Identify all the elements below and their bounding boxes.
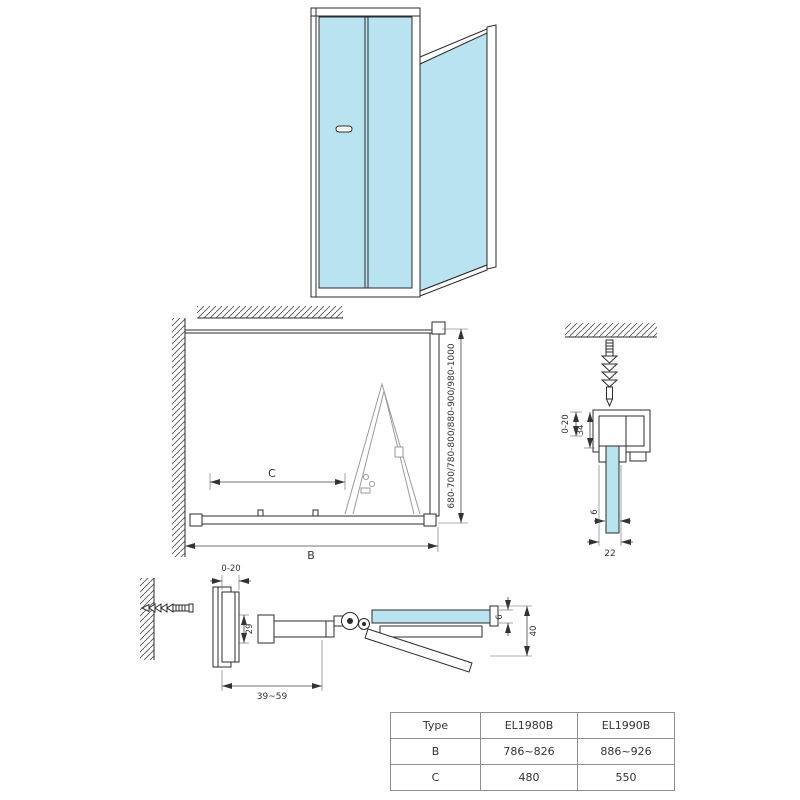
front-elevation: C B 680-700/780-800/880-900/980-1000 [172, 306, 468, 562]
door-guide [257, 509, 264, 517]
extension-range-dim-label: 39~59 [257, 692, 288, 702]
table-header-type: Type [390, 712, 481, 739]
table-header-model-2: EL1990B [577, 712, 675, 739]
profile-height-dim-label: 29 [245, 624, 255, 635]
side-panel-glass-plan [371, 609, 491, 624]
door-profile-block [257, 614, 275, 644]
folded-leaf-b [364, 628, 473, 673]
wall-profile-section [592, 409, 651, 463]
glass-pane-section [605, 445, 620, 534]
total-depth-dim-label: 40 [529, 626, 539, 637]
wall-hatch [565, 323, 657, 337]
adjustment-dim-label: 0-20 [561, 414, 571, 433]
panel-end-cap [489, 605, 499, 627]
table-cell: 480 [480, 764, 578, 791]
anchor-screw-icon [140, 603, 194, 613]
width-dim-label: B [307, 549, 315, 562]
table-row-label: C [390, 764, 481, 791]
wall-hatch [140, 578, 154, 660]
size-table: Type EL1980B EL1990B B 786~826 886~926 C… [390, 712, 675, 791]
profile-width-dim-label: 22 [604, 549, 615, 559]
corner-bracket [431, 321, 446, 335]
wall-profile-detail: 0-20 34 6 22 [561, 323, 657, 559]
table-row: C 480 550 [390, 764, 675, 791]
hinge-hardware [394, 446, 404, 458]
table-cell: 786~826 [480, 738, 578, 765]
wall-profile-plan-section [212, 586, 240, 668]
profile-depth-dim-label: 34 [576, 425, 586, 436]
side-panel-glass [419, 32, 488, 292]
table-row-label: B [390, 738, 481, 765]
glass-thickness-dim-label: 6 [495, 614, 505, 619]
folded-leaf-a [379, 625, 483, 638]
door-leaf-section [273, 620, 335, 638]
plan-view: 0-20 29 39~59 6 [140, 564, 539, 702]
table-cell: 886~926 [577, 738, 675, 765]
door-handle [335, 125, 353, 133]
glass-thickness-dim-label: 6 [590, 509, 600, 514]
isometric-view [310, 7, 497, 298]
top-wall-hatch [197, 306, 343, 318]
right-profile [429, 332, 440, 517]
table-header-row: Type EL1980B EL1990B [390, 712, 675, 739]
table-row: B 786~826 886~926 [390, 738, 675, 765]
door-width-dim-label: C [268, 467, 276, 480]
bottom-rail [189, 515, 437, 525]
adjustment-dim-label: 0-20 [221, 564, 240, 574]
left-wall-hatch [172, 318, 185, 557]
anchor-screw-icon [600, 339, 619, 408]
pivot-hinge-icon [333, 612, 370, 630]
door-guide [312, 509, 319, 517]
table-cell: 550 [577, 764, 675, 791]
table-header-model-1: EL1980B [480, 712, 578, 739]
folded-door-outline [344, 382, 421, 515]
side-panel-end-post [486, 24, 497, 270]
height-range-dim-label: 680-700/780-800/880-900/980-1000 [447, 343, 457, 509]
